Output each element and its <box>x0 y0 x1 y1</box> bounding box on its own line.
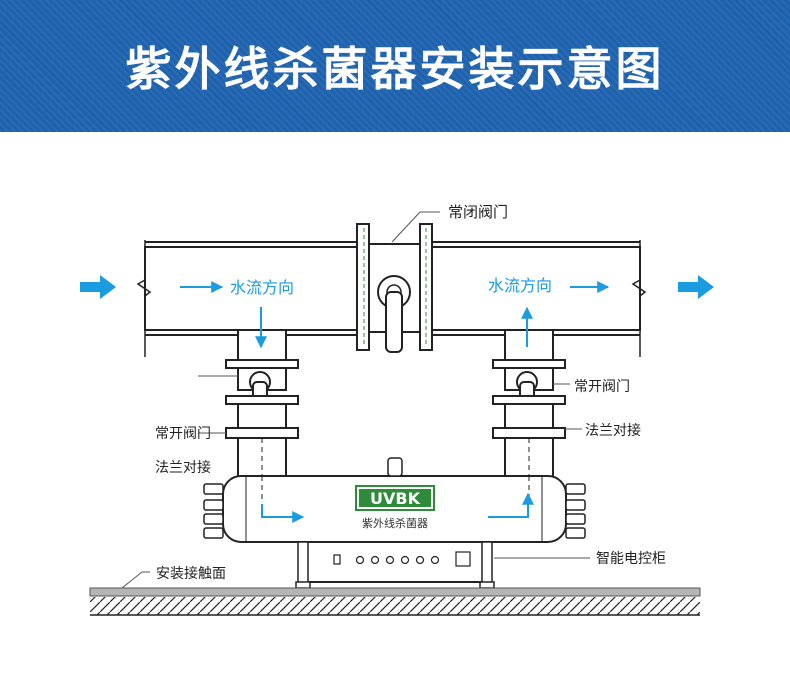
right-flange-label: 法兰对接 <box>585 422 641 439</box>
body-flow-arrow-left <box>261 504 305 523</box>
outlet-arrow-icon <box>678 275 714 299</box>
flow-label-right: 水流方向 <box>488 276 552 295</box>
main-pipe <box>136 240 647 357</box>
page-title: 紫外线杀菌器安装示意图 <box>125 42 665 96</box>
body-flow-arrow-right <box>488 492 534 518</box>
left-open-valve-label: 常开阀门 <box>155 426 211 442</box>
flow-label-left: 水流方向 <box>230 278 294 297</box>
mounting-leader <box>121 571 143 589</box>
device-name: 紫外线杀菌器 <box>362 516 428 530</box>
inlet-arrow-icon <box>80 275 116 299</box>
brand-logo: UVBK <box>370 489 421 508</box>
left-flange-label: 法兰对接 <box>155 459 211 476</box>
normally-closed-valve <box>356 223 433 353</box>
closed-valve-leader <box>391 211 421 243</box>
control-cabinet-label: 智能电控柜 <box>596 551 666 567</box>
installation-diagram: 常闭阀门 水流方向 水流方向 <box>80 203 714 616</box>
right-open-valve-label: 常开阀门 <box>574 379 630 395</box>
title-banner: 紫外线杀菌器安装示意图 <box>0 0 790 132</box>
ground-hatch <box>90 597 700 615</box>
control-cabinet <box>295 541 495 589</box>
closed-valve-label: 常闭阀门 <box>448 203 508 221</box>
mounting-slab <box>89 587 701 597</box>
left-branch-pipe <box>225 329 299 479</box>
mounting-surface-label: 安装接触面 <box>156 565 226 582</box>
right-branch-pipe <box>492 329 566 479</box>
